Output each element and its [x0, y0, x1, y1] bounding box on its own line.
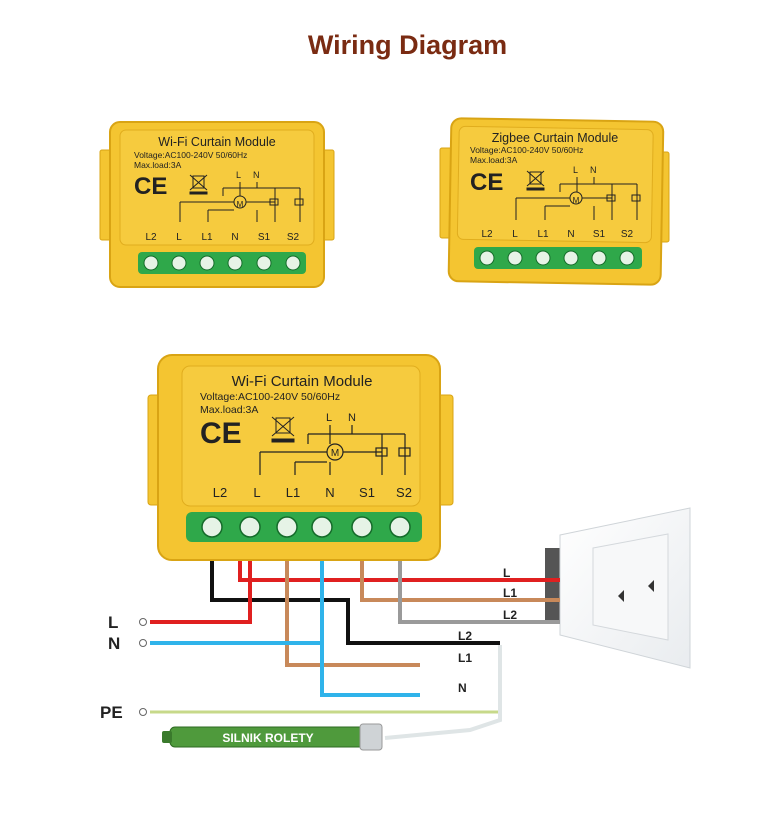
ce-mark: CE — [470, 169, 503, 196]
module-voltage: Voltage:AC100-240V 50/60Hz — [200, 391, 340, 403]
switch-arrow-icon — [618, 590, 624, 602]
switch-arrow-icon — [648, 580, 654, 592]
terminal-label-l: L — [253, 485, 260, 500]
terminal-top-n: N — [590, 165, 597, 175]
circuit-schematic — [259, 425, 411, 475]
terminal-label-l2: L2 — [213, 485, 227, 500]
wifi-module-small: Wi-Fi Curtain Module Voltage:AC100-240V … — [99, 121, 335, 288]
terminal-top-n: N — [253, 170, 260, 180]
terminal-label-s2: S2 — [396, 485, 412, 500]
supply-terminals — [139, 618, 147, 716]
wifi-module-main: Wi-Fi Curtain Module Voltage:AC100-240V … — [147, 354, 454, 561]
terminal-label-n: N — [231, 232, 238, 243]
terminal-top-l: L — [573, 165, 578, 175]
circuit-schematic — [179, 182, 304, 222]
tubular-motor: SILNIK ROLETY — [162, 723, 383, 751]
ce-mark: CE — [134, 173, 167, 200]
ce-mark: CE — [200, 417, 242, 450]
terminal-top-l: L — [236, 170, 241, 180]
motor-tip — [162, 731, 172, 743]
motor-n-label: N — [458, 681, 467, 695]
module-label-panel — [119, 129, 315, 246]
terminal-top-n: N — [348, 412, 356, 424]
module-label-panel — [456, 125, 654, 244]
terminal-label-l: L — [176, 232, 182, 243]
terminal-labels: L2 L L1 N S1 S2 — [213, 485, 412, 500]
motor-l2-label: L2 — [458, 629, 472, 643]
weee-bin-icon — [271, 416, 295, 443]
terminal-labels: L2 L L1 N S1 S2 — [145, 232, 299, 243]
module-load: Max.load:3A — [200, 404, 258, 416]
terminal-label-l1: L1 — [537, 229, 549, 240]
module-load: Max.load:3A — [134, 160, 182, 170]
module-voltage: Voltage:AC100-240V 50/60Hz — [134, 150, 247, 160]
module-name: Zigbee Curtain Module — [492, 131, 619, 145]
circuit-schematic — [515, 177, 641, 220]
motor-symbol: M — [573, 196, 580, 205]
terminal-label-n: N — [325, 485, 334, 500]
module-label-panel — [181, 365, 421, 507]
terminal-label-l2: L2 — [145, 232, 157, 243]
terminal-label-l1: L1 — [201, 232, 213, 243]
wires — [150, 535, 560, 740]
motor-l1-label: L1 — [458, 651, 472, 665]
terminal-label-s1: S1 — [258, 232, 271, 243]
switch-rocker — [592, 533, 669, 641]
terminal-label-n: N — [567, 229, 574, 240]
terminal-screws — [201, 516, 411, 538]
page-title: Wiring Diagram — [307, 30, 508, 60]
motor-symbol: M — [331, 448, 339, 459]
supply-pe-label: PE — [100, 703, 123, 722]
terminal-label-s2: S2 — [621, 229, 634, 240]
weee-bin-icon — [189, 174, 208, 195]
module-name: Wi-Fi Curtain Module — [232, 373, 373, 390]
terminal-label-s1: S1 — [359, 485, 375, 500]
terminal-top-l: L — [326, 412, 332, 424]
supply-l-label: L — [108, 613, 118, 632]
zigbee-module-small: Zigbee Curtain Module Voltage:AC100-240V… — [439, 117, 670, 286]
motor-head — [359, 723, 383, 751]
terminal-label-s2: S2 — [287, 232, 300, 243]
terminal-screws — [479, 250, 635, 266]
terminal-label-l: L — [512, 229, 518, 240]
switch-l2-label: L2 — [503, 608, 517, 622]
terminal-block — [474, 247, 642, 269]
motor-label: SILNIK ROLETY — [222, 731, 313, 745]
module-load: Max.load:3A — [470, 155, 518, 165]
switch-l-label: L — [503, 566, 510, 580]
terminal-label-l1: L1 — [286, 485, 300, 500]
switch-l1-label: L1 — [503, 586, 517, 600]
terminal-screws — [143, 255, 301, 271]
terminal-label-l2: L2 — [481, 229, 493, 240]
wall-switch — [545, 507, 691, 669]
weee-bin-icon — [526, 170, 545, 191]
terminal-label-s1: S1 — [593, 229, 606, 240]
module-name: Wi-Fi Curtain Module — [158, 135, 275, 149]
supply-n-label: N — [108, 634, 120, 653]
motor-symbol: M — [237, 200, 244, 209]
module-voltage: Voltage:AC100-240V 50/60Hz — [470, 145, 583, 155]
terminal-labels: L2 L L1 N S1 S2 — [481, 229, 633, 240]
terminal-block — [138, 252, 306, 274]
